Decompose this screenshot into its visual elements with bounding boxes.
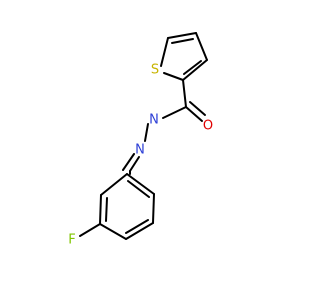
- bond-c2-s: [163, 72, 184, 81]
- carbonyl-group: [162, 79, 206, 122]
- bond-ar3-ar4-double: [125, 219, 149, 234]
- bond-c2-carbonyl: [182, 79, 187, 108]
- bond-ar5-ar6-double: [105, 197, 108, 222]
- bond-co: [185, 106, 203, 122]
- bond-ar1-ar2-double: [127, 180, 150, 198]
- fluorophenyl-ring: [79, 173, 155, 240]
- bond-ar5-f: [79, 223, 101, 237]
- molecule-diagram: S O N N F: [68, 32, 214, 248]
- bond-ar2-ar3: [152, 193, 155, 224]
- bond-ar3-ar4: [125, 222, 154, 240]
- atom-labels: S O N N F: [68, 63, 213, 248]
- bond-ar5-ar6: [99, 194, 102, 225]
- structure-svg: S O N N F: [68, 32, 213, 248]
- bond-c5-c4: [167, 32, 197, 39]
- bond-ar1-ar2: [126, 173, 155, 195]
- bond-co-double: [189, 101, 206, 116]
- bond-ar4-ar5: [99, 223, 127, 240]
- thiophene-ring: [160, 32, 208, 81]
- bond-nh-n: [144, 123, 149, 142]
- bond-s-c5: [160, 37, 169, 67]
- nitrogen-imine-atom-label: N: [135, 143, 145, 158]
- bond-c3-c2-double: [183, 60, 202, 75]
- sulfur-atom-label: S: [151, 63, 159, 78]
- fluorine-atom-label: F: [68, 233, 75, 248]
- bond-ar6-ar1: [100, 173, 128, 196]
- bond-n-ch-double: [122, 153, 135, 171]
- bond-c4-c3: [195, 32, 208, 61]
- hydrazone-group: [122, 123, 149, 175]
- nitrogen-amide-atom-label: N: [149, 113, 159, 128]
- bond-c5-c4-double: [171, 38, 194, 44]
- bond-carbonyl-nh: [162, 106, 187, 119]
- bond-n-ch: [129, 156, 140, 172]
- bond-c3-c2: [182, 59, 208, 81]
- oxygen-atom-label: O: [203, 119, 213, 134]
